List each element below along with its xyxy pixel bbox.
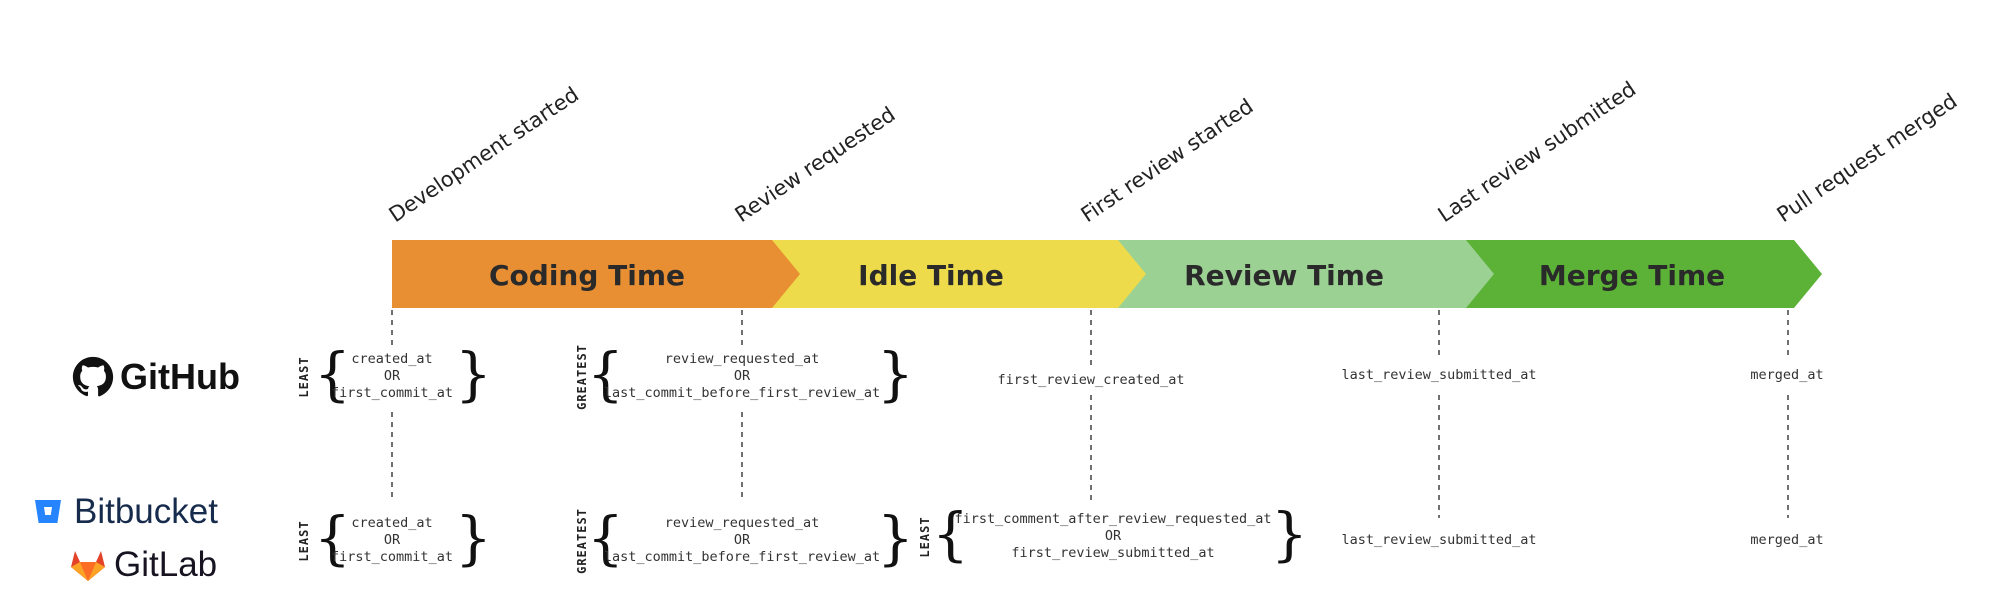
bbgl-idle-close-brace: } bbox=[877, 504, 914, 572]
phase-arrow-coding bbox=[392, 240, 800, 308]
github-coding-qualifier: LEAST bbox=[297, 356, 311, 398]
github-coding-line-1: created_at bbox=[351, 351, 433, 367]
bbgl-review-start-open-brace: { bbox=[932, 500, 969, 568]
github-idle-expression: review_requested_at OR last_commit_befor… bbox=[602, 351, 882, 402]
github-wordmark: GitHub bbox=[120, 356, 240, 397]
github-idle-line-1: review_requested_at bbox=[664, 351, 820, 367]
bbgl-review-start-line-1: first_comment_after_review_requested_at bbox=[954, 511, 1272, 527]
gitlab-wordmark: GitLab bbox=[114, 545, 218, 584]
bbgl-idle-line-2: OR bbox=[733, 532, 751, 548]
bbgl-coding-expression: created_at OR first_commit_at bbox=[322, 515, 462, 566]
bbgl-idle-open-brace: { bbox=[587, 504, 624, 572]
dashed-guides bbox=[391, 310, 1789, 518]
phase-arrow-idle bbox=[744, 240, 1146, 308]
phase-label-idle: Idle Time bbox=[858, 259, 1004, 292]
github-merged-field: merged_at bbox=[1750, 367, 1824, 383]
bbgl-coding-line-2: OR bbox=[383, 532, 401, 548]
bbgl-coding-open-brace: { bbox=[314, 504, 351, 572]
phase-label-review: Review Time bbox=[1184, 259, 1384, 292]
github-idle-open-brace: { bbox=[587, 340, 624, 408]
github-coding-line-2: OR bbox=[383, 368, 401, 384]
phase-label-merge: Merge Time bbox=[1538, 259, 1726, 292]
github-review-start-field: first_review_created_at bbox=[997, 372, 1185, 388]
phase-label-coding: Coding Time bbox=[488, 259, 685, 292]
github-idle-line-2: OR bbox=[733, 368, 751, 384]
bbgl-coding-line-3: first_commit_at bbox=[331, 549, 453, 565]
github-coding-line-3: first_commit_at bbox=[331, 385, 453, 401]
bitbucket-icon bbox=[35, 500, 61, 523]
github-idle-close-brace: } bbox=[877, 340, 914, 408]
bitbucket-wordmark: Bitbucket bbox=[74, 492, 218, 531]
phase-arrow-merge bbox=[1438, 240, 1822, 308]
bbgl-review-start-close-brace: } bbox=[1271, 500, 1308, 568]
bbgl-coding-qualifier: LEAST bbox=[297, 520, 311, 562]
bbgl-review-start-expression: first_comment_after_review_requested_at … bbox=[950, 511, 1276, 562]
bbgl-review-start-qualifier: LEAST bbox=[918, 516, 932, 558]
github-coding-open-brace: { bbox=[314, 340, 351, 408]
github-icon bbox=[72, 356, 114, 397]
github-idle-line-3: last_commit_before_first_review_at bbox=[603, 385, 881, 401]
bbgl-merged-field: merged_at bbox=[1750, 532, 1824, 548]
phase-arrow-review bbox=[1090, 240, 1494, 308]
bbgl-idle-line-3: last_commit_before_first_review_at bbox=[603, 549, 881, 565]
bbgl-review-start-line-2: OR bbox=[1104, 528, 1122, 544]
github-coding-expression: created_at OR first_commit_at bbox=[322, 351, 462, 402]
gitlab-icon bbox=[71, 551, 105, 581]
bbgl-coding-close-brace: } bbox=[455, 504, 492, 572]
bbgl-idle-expression: review_requested_at OR last_commit_befor… bbox=[602, 515, 882, 566]
bbgl-last-review-field: last_review_submitted_at bbox=[1341, 532, 1537, 548]
github-last-review-field: last_review_submitted_at bbox=[1341, 367, 1537, 383]
bbgl-review-start-line-3: first_review_submitted_at bbox=[1011, 545, 1215, 561]
bbgl-idle-line-1: review_requested_at bbox=[664, 515, 820, 531]
github-coding-close-brace: } bbox=[455, 340, 492, 408]
bbgl-coding-line-1: created_at bbox=[351, 515, 433, 531]
